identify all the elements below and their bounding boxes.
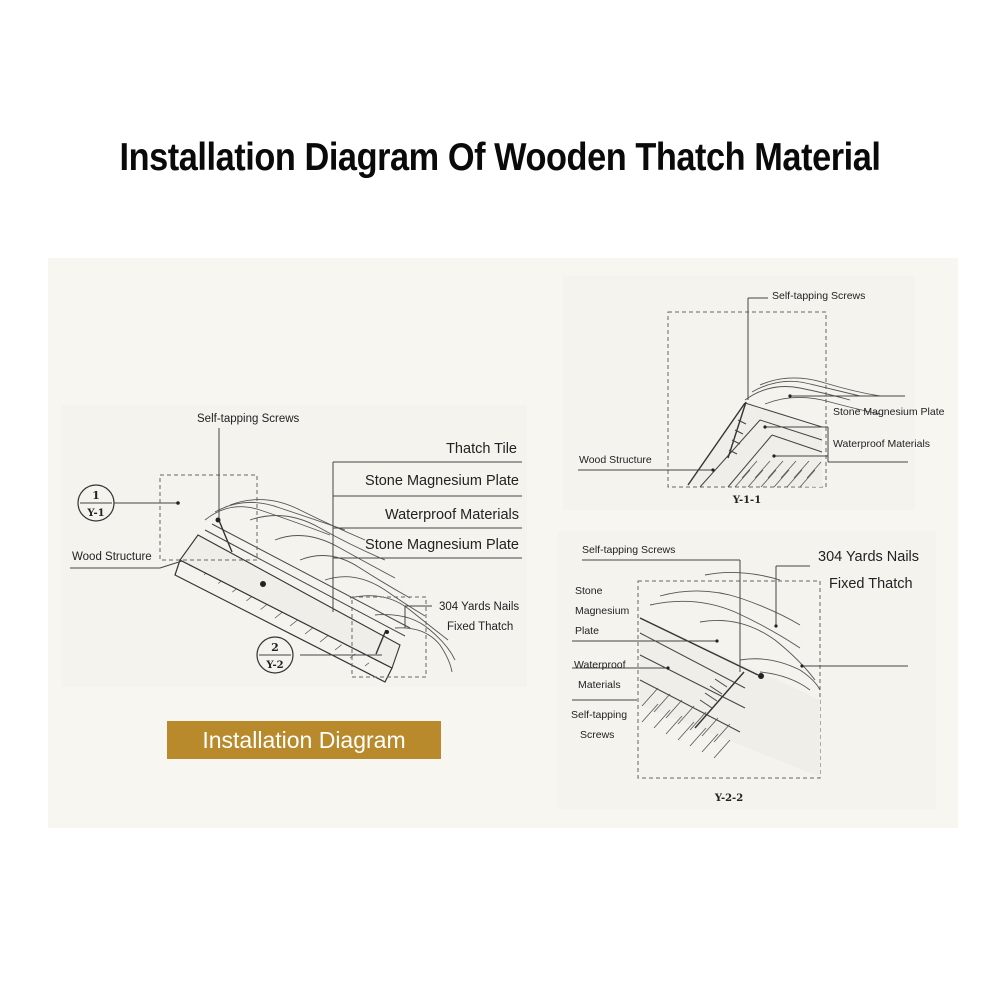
callout1-ref: Y-1 <box>86 508 104 519</box>
y22-label-stone-line2: Magnesium <box>575 605 630 617</box>
main-section: 1 Y-1 2 Y-2 Self-tapping Screws Thatch T… <box>70 413 522 683</box>
y22-label-screws-line2: Screws <box>580 729 614 741</box>
y22-label-screws-line1: Self-tapping <box>571 709 627 721</box>
label-nails-line2: Fixed Thatch <box>447 621 513 633</box>
y11-label-self-tapping-screws: Self-tapping Screws <box>772 290 865 302</box>
y22-label-self-tapping-screws-top: Self-tapping Screws <box>582 544 675 556</box>
page-title: Installation Diagram Of Wooden Thatch Ma… <box>119 136 881 179</box>
callout1-num: 1 <box>92 489 100 502</box>
y22-label-waterproof-line1: Waterproof <box>574 659 626 671</box>
label-waterproof-materials: Waterproof Materials <box>385 507 519 523</box>
y11-label-wood-structure: Wood Structure <box>579 454 652 466</box>
y11-hatch <box>734 460 822 488</box>
y11-label-stone-magnesium-plate: Stone Magnesium Plate <box>833 406 945 418</box>
callout2-num: 2 <box>271 641 279 654</box>
y11-label-waterproof-materials: Waterproof Materials <box>833 438 930 450</box>
label-stone-magnesium-plate-1: Stone Magnesium Plate <box>365 473 519 489</box>
label-stone-magnesium-plate-2: Stone Magnesium Plate <box>365 537 519 553</box>
label-nails-line1: 304 Yards Nails <box>439 601 519 613</box>
detail-y22: Self-tapping Screws 304 Yards Nails Fixe… <box>571 544 919 804</box>
main-section-panel <box>62 405 527 687</box>
label-thatch-tile: Thatch Tile <box>446 441 517 457</box>
y22-label-nails-line1: 304 Yards Nails <box>818 549 919 565</box>
installation-diagram-badge: Installation Diagram <box>167 721 441 759</box>
y22-label-stone-line3: Plate <box>575 625 599 637</box>
label-self-tapping-screws: Self-tapping Screws <box>197 413 300 425</box>
y22-label-stone-line1: Stone <box>575 585 603 597</box>
y22-label-nails-line2: Fixed Thatch <box>829 576 913 592</box>
thatch-strokes <box>204 499 456 673</box>
y22-hatch <box>641 687 731 759</box>
y22-thatch <box>649 571 821 691</box>
detail-y11: Self-tapping Screws Stone Magnesium Plat… <box>578 290 945 506</box>
detail-box-y2 <box>351 596 427 678</box>
y22-label-waterproof-line2: Materials <box>578 679 621 691</box>
y11-caption: Y-1-1 <box>732 495 761 506</box>
callout2-ref: Y-2 <box>265 660 283 671</box>
y22-caption: Y-2-2 <box>714 793 743 804</box>
label-wood-structure: Wood Structure <box>72 551 152 563</box>
